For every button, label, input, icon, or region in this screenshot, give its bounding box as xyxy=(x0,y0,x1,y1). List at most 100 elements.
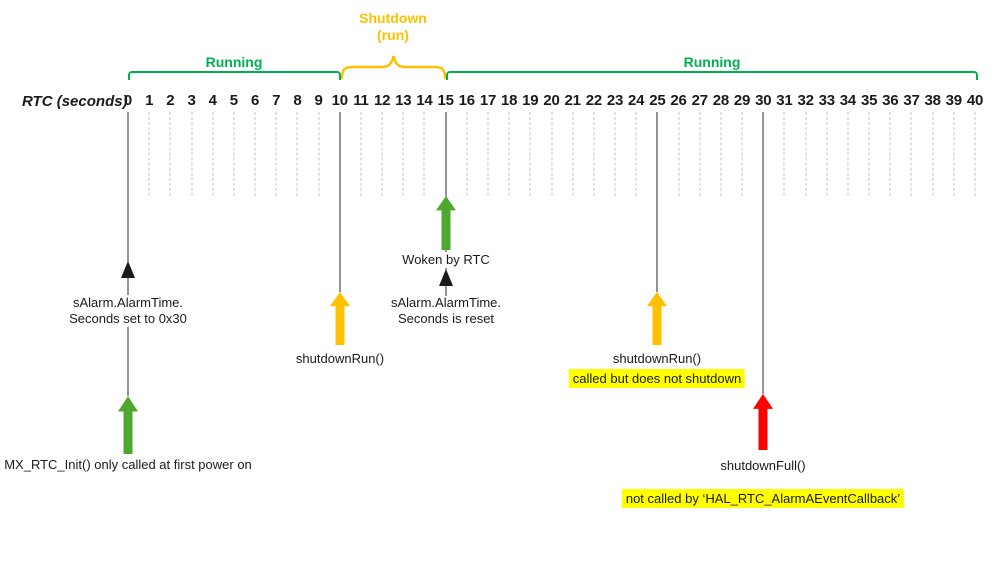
shutdown-full-note: not called by ‘HAL_RTC_AlarmAEventCallba… xyxy=(621,489,905,508)
axis-tick-label: 8 xyxy=(293,92,302,109)
alarm-reset-line2: Seconds is reset xyxy=(397,311,495,326)
axis-tick-label: 29 xyxy=(733,92,751,109)
axis-tick-label: 13 xyxy=(395,92,412,109)
tick-dashed-line xyxy=(889,112,891,196)
axis-tick-label: 18 xyxy=(500,92,518,109)
axis-tick-label: 12 xyxy=(373,92,391,109)
axis-tick-label: 0 xyxy=(123,92,133,109)
shutdown-run-label: shutdownRun() xyxy=(612,351,702,366)
axis-tick-label: 25 xyxy=(649,92,666,109)
red-up-arrow-icon xyxy=(753,394,773,450)
axis-tick-label: 37 xyxy=(903,92,920,109)
green-up-arrow-icon xyxy=(118,396,138,454)
tick-dashed-line xyxy=(826,112,828,196)
axis-tick-label: 1 xyxy=(145,92,154,109)
orange-up-arrow-icon xyxy=(647,292,667,345)
alarm-set-line1: sAlarm.AlarmTime. xyxy=(72,295,184,310)
alarm-set-text: sAlarm.AlarmTime. Seconds set to 0x30 xyxy=(66,295,190,327)
shutdown-run-label: shutdownRun() xyxy=(295,351,385,366)
green-up-arrow-icon xyxy=(436,196,456,250)
tick-dashed-line xyxy=(572,112,574,196)
woken-by-rtc-label: Woken by RTC xyxy=(399,252,493,268)
tick-dashed-line xyxy=(593,112,595,196)
mx-rtc-init-label: MX_RTC_Init() only called at first power… xyxy=(4,457,252,472)
axis-tick-label: 28 xyxy=(712,92,730,109)
axis-tick-label: 33 xyxy=(818,92,836,109)
tick-dashed-line xyxy=(148,112,150,196)
tick-dashed-line xyxy=(275,112,277,196)
tick-dashed-line xyxy=(466,112,468,196)
tick-dashed-line xyxy=(953,112,955,196)
tick-dashed-line xyxy=(233,112,235,196)
running-right-label: Running xyxy=(683,54,741,70)
axis-tick-label: 35 xyxy=(860,92,878,109)
shutdown-full-label: shutdownFull() xyxy=(720,458,806,473)
tick-dashed-line xyxy=(678,112,680,196)
axis-tick-label: 26 xyxy=(670,92,687,109)
tick-dashed-line xyxy=(720,112,722,196)
tick-dashed-line xyxy=(614,112,616,196)
event-line xyxy=(127,112,129,396)
tick-dashed-line xyxy=(551,112,552,196)
shutdown-curly-brace-icon xyxy=(341,55,446,79)
axis-tick-label: 24 xyxy=(628,92,645,109)
axis-tick-label: 11 xyxy=(353,92,369,109)
axis-tick-label: 39 xyxy=(945,92,963,109)
tick-dashed-line xyxy=(254,112,256,196)
running-right-bracket xyxy=(446,71,978,80)
tick-dashed-line xyxy=(847,112,849,196)
event-line xyxy=(656,112,658,292)
axis-tick-label: 5 xyxy=(229,92,238,109)
axis-tick-label: 10 xyxy=(331,92,349,109)
tick-dashed-line xyxy=(318,112,320,196)
axis-tick-label: 16 xyxy=(458,92,476,109)
axis-tick-label: 40 xyxy=(966,92,984,109)
tick-dashed-line xyxy=(402,112,404,196)
axis-tick-label: 22 xyxy=(585,92,603,109)
tick-dashed-line xyxy=(487,112,489,196)
tick-dashed-line xyxy=(423,112,425,196)
tick-dashed-line xyxy=(741,112,743,196)
running-left-label: Running xyxy=(205,54,263,70)
axis-tick-label: 30 xyxy=(755,92,772,109)
black-up-arrowhead-icon xyxy=(439,269,453,286)
black-up-arrowhead-icon xyxy=(121,261,135,278)
axis-tick-label: 32 xyxy=(797,92,814,109)
tick-dashed-line xyxy=(529,112,531,196)
tick-dashed-line xyxy=(508,112,510,196)
tick-dashed-line xyxy=(805,112,807,196)
axis-tick-label: 20 xyxy=(543,92,560,109)
tick-dashed-line xyxy=(360,112,362,196)
axis-tick-label: 9 xyxy=(314,92,323,109)
axis-tick-label: 19 xyxy=(522,92,539,109)
tick-dashed-line xyxy=(169,112,171,196)
axis-tick-label: 27 xyxy=(691,92,709,109)
axis-tick-label: 21 xyxy=(564,92,582,109)
tick-dashed-line xyxy=(191,112,193,196)
axis-tick-label: 38 xyxy=(924,92,941,109)
axis-tick-label: 7 xyxy=(272,92,281,109)
orange-up-arrow-icon xyxy=(330,292,350,345)
axis-tick-label: 34 xyxy=(839,92,857,109)
tick-dashed-line xyxy=(783,112,785,196)
axis-tick-label: 36 xyxy=(882,92,899,109)
alarm-set-line2: Seconds set to 0x30 xyxy=(69,311,187,326)
alarm-reset-text: sAlarm.AlarmTime. Seconds is reset xyxy=(391,295,501,327)
running-left-bracket xyxy=(128,71,341,80)
shutdown-run-note: called but does not shutdown xyxy=(568,369,746,388)
tick-dashed-line xyxy=(212,112,214,196)
tick-dashed-line xyxy=(699,112,701,196)
tick-dashed-line xyxy=(974,112,976,196)
tick-dashed-line xyxy=(296,112,298,196)
axis-tick-label: 6 xyxy=(250,92,260,109)
shutdown-section-label-line1: Shutdown xyxy=(359,10,427,26)
tick-dashed-line xyxy=(910,112,912,196)
event-line xyxy=(762,112,764,394)
axis-tick-label: 14 xyxy=(416,92,433,109)
axis-tick-label: 31 xyxy=(776,92,793,109)
event-line xyxy=(339,112,341,292)
axis-tick-label: 15 xyxy=(437,92,454,109)
shutdown-section-label-line2: (run) xyxy=(377,27,409,43)
tick-dashed-line xyxy=(381,112,383,196)
